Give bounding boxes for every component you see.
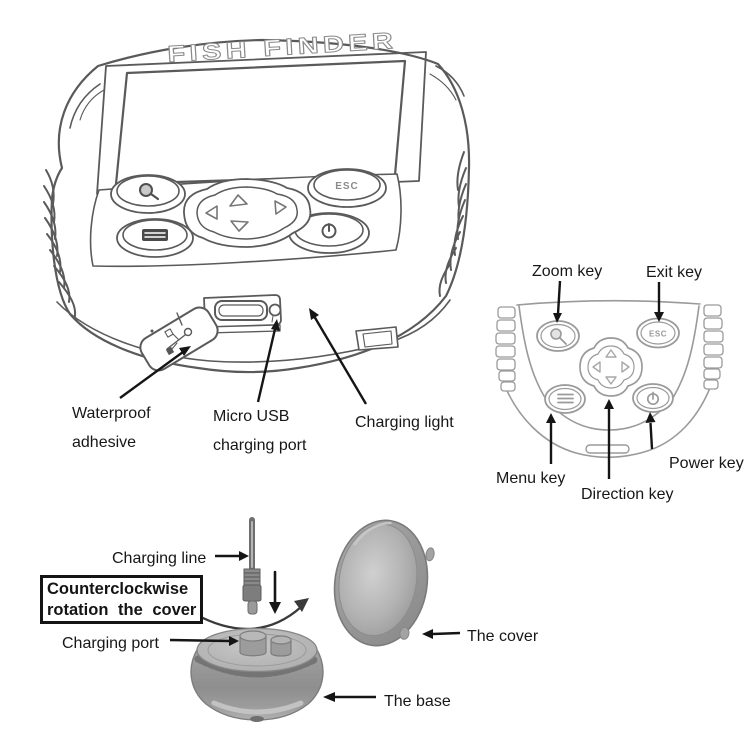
menu-key-button bbox=[116, 218, 194, 258]
arrow-left-icon bbox=[205, 205, 218, 220]
arrow-right-icon bbox=[621, 361, 630, 373]
main-device-illustration: FISH FINDER ESC bbox=[43, 26, 471, 374]
callout-arrows bbox=[119, 280, 664, 702]
charging-port-label: Charging port bbox=[62, 635, 159, 652]
exit-key-label: Exit key bbox=[646, 264, 703, 281]
direction-key-label: Direction key bbox=[581, 486, 674, 503]
charging-port-posts bbox=[239, 630, 292, 657]
direction-pad bbox=[183, 178, 312, 248]
waterproof-adhesive-label: Waterproof adhesive bbox=[72, 399, 151, 457]
micro-usb-label-line1: Micro USB bbox=[213, 408, 290, 425]
magnifier-icon bbox=[139, 183, 160, 201]
the-cover-label: The cover bbox=[467, 628, 539, 645]
micro-usb-arrow bbox=[256, 319, 280, 403]
magnifier-icon bbox=[550, 328, 567, 345]
insert-direction-arrow bbox=[269, 570, 281, 614]
exit-key-button-detail: ESC bbox=[636, 317, 680, 349]
exit-key-button: ESC bbox=[307, 168, 387, 208]
menu-key-label: Menu key bbox=[496, 470, 566, 487]
usb-port bbox=[214, 300, 268, 321]
menu-key-arrow bbox=[546, 413, 556, 464]
arrow-up-icon bbox=[605, 349, 617, 358]
screen-bezel bbox=[96, 51, 427, 195]
charging-line-arrow bbox=[215, 551, 249, 561]
cover-illustration bbox=[333, 519, 435, 647]
charging-cable bbox=[242, 517, 262, 615]
zoom-key-arrow bbox=[553, 280, 562, 323]
waterproof-flap bbox=[139, 306, 219, 372]
rotation-note-line2: rotation the cover bbox=[47, 600, 197, 619]
rotation-note-line1: Counterclockwise bbox=[47, 580, 189, 598]
zoom-key-button bbox=[110, 174, 186, 214]
waterproof-label-line1: Waterproof bbox=[72, 405, 151, 422]
direction-key-arrow bbox=[604, 399, 614, 479]
charging-light-led bbox=[268, 303, 282, 317]
usb-housing bbox=[203, 294, 282, 334]
zoom-key-button-detail bbox=[536, 320, 580, 352]
side-notch bbox=[355, 326, 399, 351]
charging-light-arrow bbox=[309, 308, 368, 405]
power-icon bbox=[646, 391, 660, 406]
menu-icon bbox=[557, 393, 574, 404]
power-key-button-detail bbox=[632, 383, 674, 413]
esc-label: ESC bbox=[335, 181, 359, 192]
charging-assembly-illustration bbox=[190, 517, 435, 722]
waterproof-arrow bbox=[119, 346, 191, 399]
arrow-down-icon bbox=[230, 220, 249, 232]
left-ridge-column bbox=[495, 306, 516, 392]
the-base-arrow bbox=[323, 692, 376, 702]
charging-light-label: Charging light bbox=[355, 414, 454, 431]
power-key-arrow bbox=[645, 412, 656, 450]
usb-trident-icon bbox=[150, 312, 193, 356]
power-key-label: Power key bbox=[669, 455, 744, 472]
micro-usb-port-label: Micro USB charging port bbox=[213, 402, 306, 460]
esc-label: ESC bbox=[649, 330, 667, 339]
screen bbox=[114, 59, 407, 186]
charging-port-arrow bbox=[169, 636, 239, 646]
waterproof-label-line2: adhesive bbox=[72, 434, 137, 451]
power-icon bbox=[321, 223, 337, 239]
menu-icon bbox=[142, 229, 168, 241]
direction-pad-detail bbox=[579, 337, 643, 397]
plug-tip bbox=[247, 600, 258, 615]
left-grip-ridges bbox=[43, 169, 77, 317]
arrow-right-icon bbox=[274, 200, 287, 215]
arrow-left-icon bbox=[592, 361, 601, 373]
the-cover-arrow bbox=[422, 629, 461, 639]
micro-usb-label-line2: charging port bbox=[213, 437, 307, 454]
right-grip-ridges bbox=[438, 151, 467, 297]
exit-key-arrow bbox=[654, 282, 664, 322]
arrow-up-icon bbox=[229, 194, 248, 207]
base-illustration bbox=[190, 627, 324, 722]
zoom-key-label: Zoom key bbox=[532, 263, 603, 280]
rotation-note-box: Counterclockwise rotation the cover bbox=[40, 575, 204, 624]
charging-line-label: Charging line bbox=[112, 550, 207, 567]
power-key-button bbox=[288, 212, 370, 254]
arrow-down-icon bbox=[605, 376, 617, 385]
lanyard-slot bbox=[585, 444, 630, 454]
right-ridge-column bbox=[703, 304, 724, 390]
menu-key-button-detail bbox=[544, 384, 586, 414]
the-base-label: The base bbox=[384, 693, 451, 710]
